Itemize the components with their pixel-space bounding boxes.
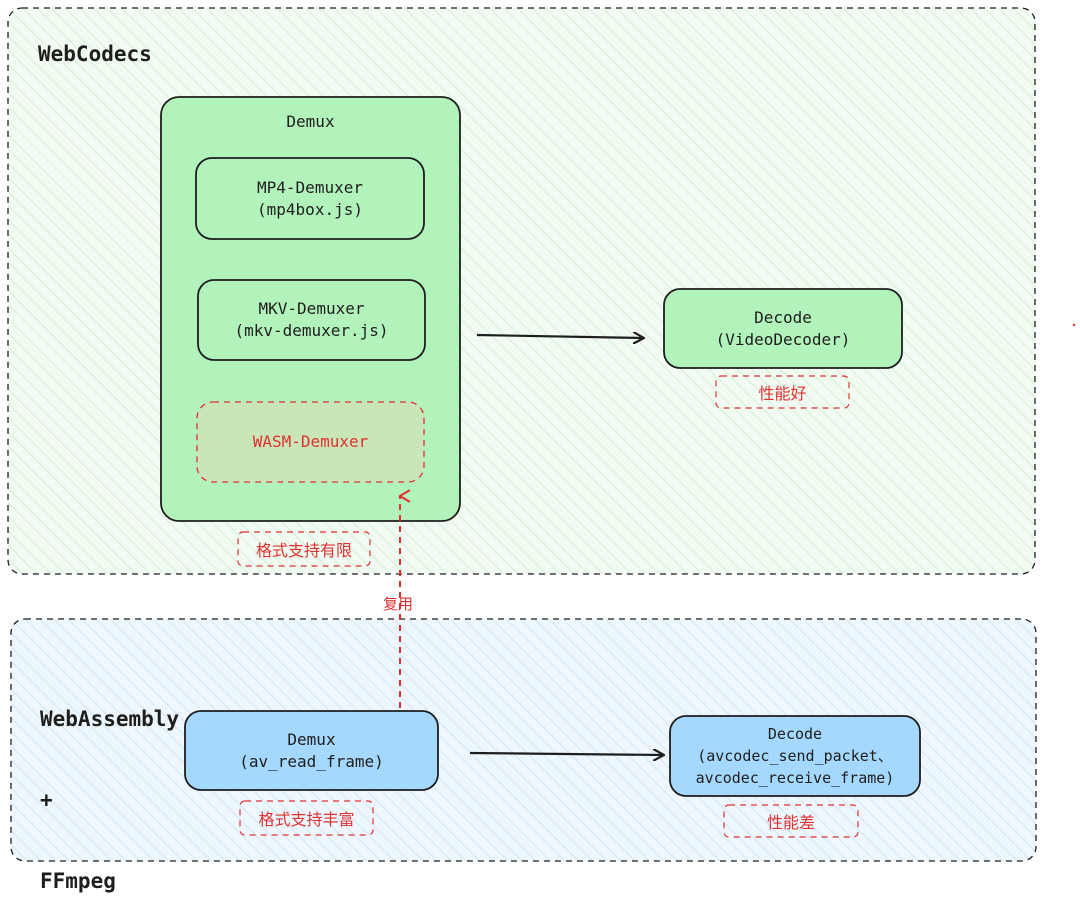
stray-dot xyxy=(1072,323,1076,327)
wasm-group-title: WebAssembly + FFmpeg xyxy=(40,652,179,922)
mp4-demuxer-line1: MP4-Demuxer xyxy=(257,177,363,197)
diagram-canvas xyxy=(7,7,1076,862)
tag-demux-limited: 格式支持有限 xyxy=(255,541,352,560)
mp4-demuxer-line2: (mp4box.js) xyxy=(257,199,363,219)
reuse-label: 复用 xyxy=(382,594,413,613)
tag-perf-good-border xyxy=(715,375,850,409)
tag-demux-rich-border xyxy=(239,800,374,836)
mkv-demuxer-label: MKV-Demuxer (mkv-demuxer.js) xyxy=(198,280,425,360)
tag-perf-good: 性能好 xyxy=(758,384,807,403)
decode-avcodec-line3: avcodec_receive_frame) xyxy=(695,769,895,787)
wasm-demuxer-box[interactable] xyxy=(196,401,425,483)
demux-av-read-frame-line2: (av_read_frame) xyxy=(239,751,384,771)
mkv-demuxer-line1: MKV-Demuxer xyxy=(258,299,365,318)
tag-perf-bad-border xyxy=(723,804,859,838)
decode-videodecoder-box[interactable] xyxy=(663,288,903,369)
mp4-demuxer-box[interactable] xyxy=(195,157,425,240)
mp4-demuxer-label: MP4-Demuxer (mp4box.js) xyxy=(196,158,424,239)
wasm-demuxer-label: WASM-Demuxer xyxy=(252,432,369,451)
decode-videodecoder-label: Decode (VideoDecoder) xyxy=(664,289,902,368)
tag-demux-rich: 格式支持丰富 xyxy=(258,810,355,829)
tag-perf-bad: 性能差 xyxy=(766,813,815,832)
demux-av-read-frame-box[interactable] xyxy=(184,710,439,791)
mkv-demuxer-line2: (mkv-demuxer.js) xyxy=(234,321,389,340)
decode-avcodec-line2: (avcodec_send_packet、 xyxy=(697,747,893,765)
wasm-group-title-line1: WebAssembly xyxy=(40,707,180,731)
tag-demux-limited-border xyxy=(237,531,371,567)
decode-avcodec-line1: Decode xyxy=(767,725,823,743)
decode-videodecoder-line1: Decode xyxy=(754,307,812,327)
webcodecs-title: WebCodecs xyxy=(38,42,152,66)
demux-av-read-frame-line1: Demux xyxy=(287,729,336,749)
wasm-group-title-line3: FFmpeg xyxy=(40,869,116,893)
decode-avcodec-box[interactable] xyxy=(669,715,921,797)
arrow-demux-to-decode-top xyxy=(476,335,643,338)
wasm-group-title-line2: + xyxy=(40,788,53,812)
decode-videodecoder-line2: (VideoDecoder) xyxy=(715,329,851,349)
mkv-demuxer-box[interactable] xyxy=(197,279,426,361)
demux-container-title: Demux xyxy=(286,112,335,131)
arrow-demux-to-decode-bottom xyxy=(469,753,663,755)
demux-av-read-frame-label: Demux (av_read_frame) xyxy=(185,711,438,790)
decode-avcodec-label: Decode (avcodec_send_packet、 avcodec_rec… xyxy=(670,716,920,796)
